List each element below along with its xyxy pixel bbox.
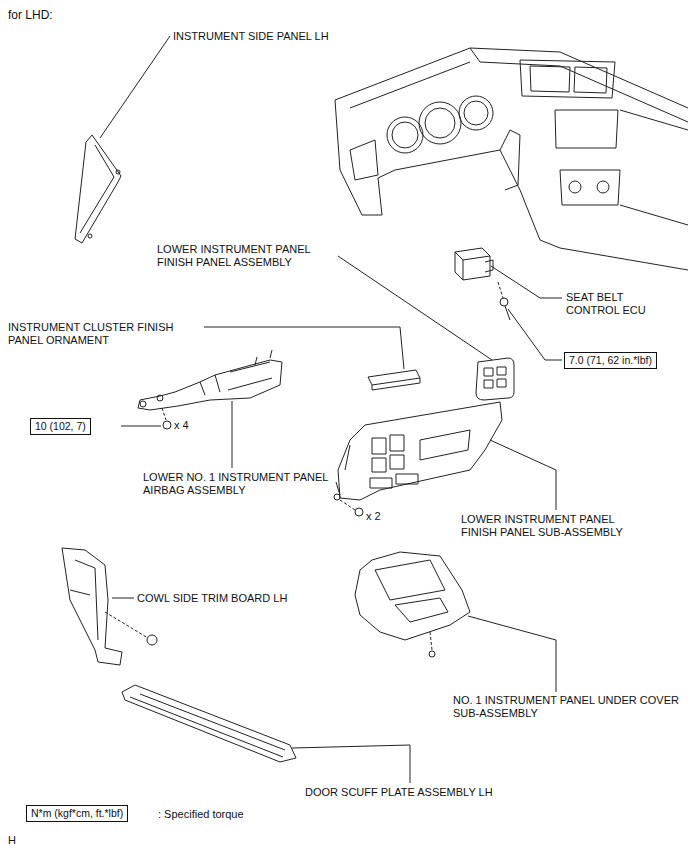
part-name: LOWER INSTRUMENT PANEL FINISH PANEL ASSE… (157, 243, 342, 269)
part-name: LOWER INSTRUMENT PANEL FINISH PANEL SUB-… (461, 513, 653, 539)
finish-sub-assembly-illustration (334, 402, 502, 516)
quantity: x 2 (366, 510, 381, 523)
scuff-plate-illustration (122, 685, 296, 762)
airbag-illustration (138, 350, 282, 429)
torque-value: N*m (kgf*cm, ft.*lbf) (31, 807, 123, 819)
torque-box: 7.0 (71, 62 in.*lbf) (564, 352, 657, 369)
part-name: COWL SIDE TRIM BOARD LH (137, 592, 287, 605)
torque-box: 10 (102, 7) (30, 418, 91, 435)
quantity: x 4 (174, 419, 189, 432)
ecu-illustration (455, 248, 510, 320)
cowl-trim-illustration (62, 548, 157, 665)
torque-value: 10 (102, 7) (35, 420, 86, 432)
ornament-illustration (368, 370, 420, 390)
legend-note: : Specified torque (158, 808, 244, 821)
figure-code: H (8, 834, 16, 847)
side-panel-illustration (75, 135, 121, 243)
part-name: INSTRUMENT CLUSTER FINISH PANEL ORNAMENT (8, 321, 208, 347)
page-title: for LHD: (8, 8, 53, 22)
part-name: INSTRUMENT SIDE PANEL LH (173, 30, 329, 43)
leader-lines (100, 36, 562, 783)
torque-unit-box: N*m (kgf*cm, ft.*lbf) (26, 805, 128, 822)
under-cover-illustration (355, 552, 470, 657)
part-name: NO. 1 INSTRUMENT PANEL UNDER COVER SUB-A… (453, 694, 685, 720)
part-name: DOOR SCUFF PLATE ASSEMBLY LH (305, 786, 493, 799)
torque-value: 7.0 (71, 62 in.*lbf) (569, 354, 652, 366)
part-name: SEAT BELT CONTROL ECU (566, 291, 666, 317)
finish-panel-illustration (476, 358, 514, 400)
part-name: LOWER NO. 1 INSTRUMENT PANEL AIRBAG ASSE… (143, 471, 338, 497)
dashboard-illustration (335, 48, 688, 270)
